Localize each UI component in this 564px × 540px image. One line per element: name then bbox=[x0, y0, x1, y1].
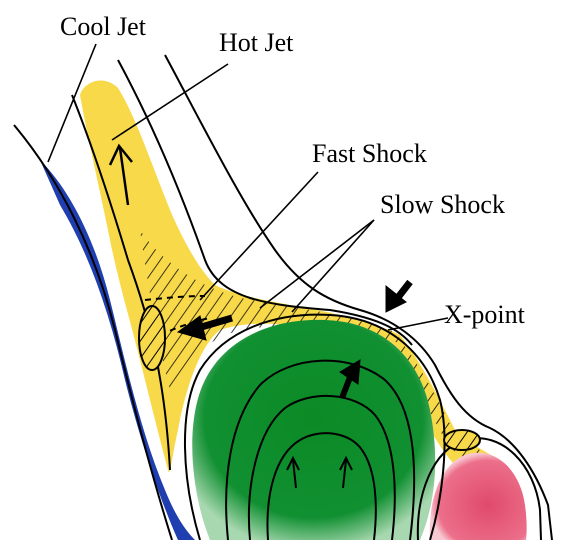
x-point-label: X-point bbox=[444, 302, 525, 328]
hot-jet-label: Hot Jet bbox=[219, 30, 293, 56]
slow-shock-label: Slow Shock bbox=[380, 192, 505, 218]
fast-shock-label: Fast Shock bbox=[312, 141, 427, 167]
inflow-arrow-icon bbox=[386, 282, 410, 312]
plasmoid-core-left bbox=[139, 306, 165, 370]
flux-rope bbox=[192, 320, 435, 540]
plasmoid-core-right bbox=[444, 430, 480, 450]
cool-jet-label: Cool Jet bbox=[60, 14, 146, 40]
